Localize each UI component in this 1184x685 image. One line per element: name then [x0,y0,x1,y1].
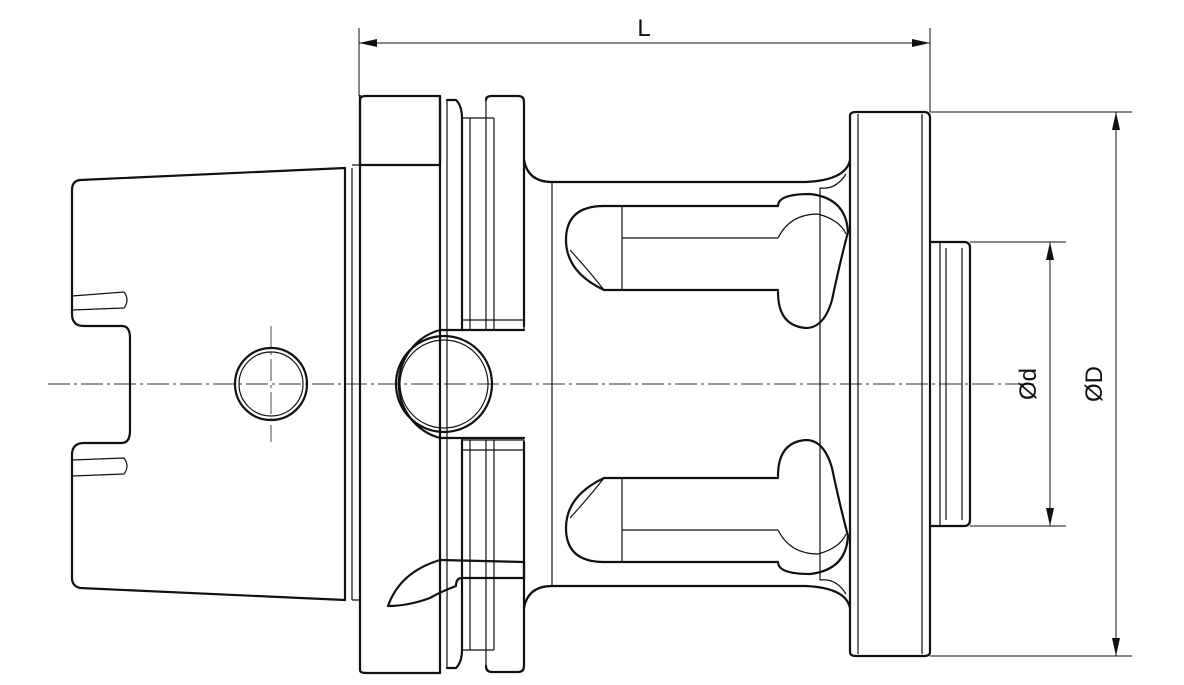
dimension-outer-diameter: ØD [930,111,1132,657]
dimension-length: L [358,15,931,112]
front-spigot [928,240,972,528]
clamping-slot [386,558,526,608]
dimension-inner-diameter: Ød [970,241,1066,527]
shank-cross-hole [233,326,309,442]
upper-coolant-slot [564,192,850,330]
collar-cross-hole [394,328,526,440]
dimension-label-length: L [637,15,650,42]
body [522,158,852,610]
dimension-label-inner-diameter: Ød [1015,368,1042,400]
shank-taper [70,166,353,602]
lower-coolant-slot [564,438,850,576]
front-flange [848,110,932,658]
dimension-label-outer-diameter: ØD [1081,366,1108,402]
collar-flange [352,94,526,675]
